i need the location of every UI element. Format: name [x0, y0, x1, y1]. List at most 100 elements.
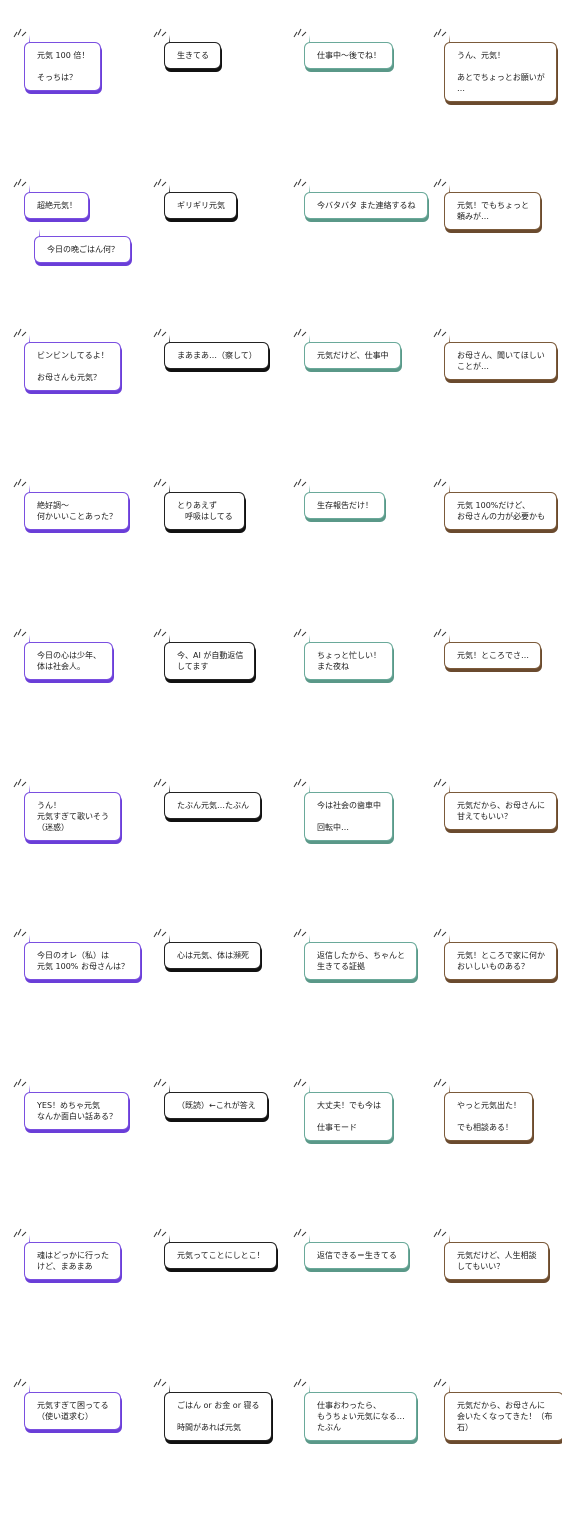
sticker-bubble[interactable]: 超絶元気！ [24, 185, 89, 219]
shout-lines-icon [293, 1378, 307, 1388]
sticker-text: ビンビンしてるよ！ お母さんも元気？ [37, 351, 109, 382]
sticker-bubble[interactable]: 元気 100%だけど、 お母さんの力が必要かも [444, 485, 557, 530]
sticker-bubble[interactable]: 元気！ところで家に何か おいしいものある？ [444, 935, 557, 980]
shout-lines-icon [13, 478, 27, 488]
sticker-bubble[interactable]: 元気だけど、仕事中 [304, 335, 401, 369]
sticker-bubble[interactable]: ギリギリ元気 [164, 185, 237, 219]
sticker-text: 今バタバタ また連絡するね [317, 201, 416, 210]
sticker-text: 元気 100%だけど、 お母さんの力が必要かも [457, 501, 545, 521]
shout-lines-icon [293, 178, 307, 188]
sticker-cell: ビンビンしてるよ！ お母さんも元気？ [12, 328, 152, 478]
shout-lines-icon [433, 328, 447, 338]
sticker-bubble[interactable]: 元気 100 倍！ そっちは？ [24, 35, 102, 91]
sticker-bubble[interactable]: 元気だけど、人生相談 してもいい？ [444, 1235, 549, 1280]
sticker-bubble[interactable]: 元気ってことにしとこ！ [164, 1235, 277, 1269]
sticker-cell: お母さん、聞いてほしい ことが… [432, 328, 562, 478]
sticker-text: 元気だけど、仕事中 [317, 351, 389, 360]
sticker-bubble[interactable]: お母さん、聞いてほしい ことが… [444, 335, 557, 380]
shout-lines-icon [13, 628, 27, 638]
sticker-bubble[interactable]: 元気すぎて困ってる （使い道求む） [24, 1385, 121, 1430]
sticker-cell: 元気すぎて困ってる （使い道求む） [12, 1378, 152, 1528]
sticker-text: 仕事おわったら、 もうちょい元気になる… たぶん [317, 1401, 405, 1432]
shout-lines-icon [153, 1378, 167, 1388]
shout-lines-icon [433, 178, 447, 188]
sticker-cell: 絶好調〜 何かいいことあった？ [12, 478, 152, 628]
sticker-cell: うん！ 元気すぎて歌いそう （迷惑） [12, 778, 152, 928]
shout-lines-icon [293, 928, 307, 938]
sticker-cell: 超絶元気！ 今日の晩ごはん何？ [12, 178, 152, 328]
sticker-bubble[interactable]: うん！ 元気すぎて歌いそう （迷惑） [24, 785, 121, 841]
sticker-cell: うん、元気！ あとでちょっとお願いが … [432, 28, 562, 178]
sticker-cell: （既読）←これが答え [152, 1078, 292, 1228]
sticker-cell: 生存報告だけ！ [292, 478, 432, 628]
sticker-bubble[interactable]: 心は元気、体は瀕死 [164, 935, 261, 969]
sticker-bubble[interactable]: 絶好調〜 何かいいことあった？ [24, 485, 129, 530]
sticker-bubble[interactable]: うん、元気！ あとでちょっとお願いが … [444, 35, 557, 102]
sticker-bubble[interactable]: ちょっと忙しい！ また夜ね [304, 635, 393, 680]
shout-lines-icon [13, 928, 27, 938]
sticker-bubble[interactable]: 元気だから、お母さんに 会いたくなってきた！（布 石） [444, 1385, 562, 1441]
shout-lines-icon [293, 778, 307, 788]
sticker-bubble[interactable]: ビンビンしてるよ！ お母さんも元気？ [24, 335, 121, 391]
sticker-cell: まあまあ…（察して） [152, 328, 292, 478]
sticker-cell: 今、AI が自動返信 してます [152, 628, 292, 778]
sticker-bubble[interactable]: 仕事おわったら、 もうちょい元気になる… たぶん [304, 1385, 417, 1441]
sticker-bubble[interactable]: 元気だから、お母さんに 甘えてもいい？ [444, 785, 557, 830]
sticker-text: 大丈夫！でも今は 仕事モード [317, 1101, 381, 1132]
sticker-bubble[interactable]: 生存報告だけ！ [304, 485, 385, 519]
sticker-cell: やっと元気出た！ でも相談ある！ [432, 1078, 562, 1228]
sticker-text: ちょっと忙しい！ また夜ね [317, 651, 381, 671]
sticker-bubble[interactable]: 生きてる [164, 35, 221, 69]
sticker-cell: 返信できる＝生きてる [292, 1228, 432, 1378]
sticker-bubble[interactable]: 返信できる＝生きてる [304, 1235, 409, 1269]
sticker-sub-bubble[interactable]: 今日の晩ごはん何？ [34, 229, 131, 263]
sticker-bubble[interactable]: 今は社会の歯車中 回転中… [304, 785, 393, 841]
sticker-bubble[interactable]: 返信したから、ちゃんと 生きてる証拠 [304, 935, 417, 980]
sticker-bubble[interactable]: （既読）←これが答え [164, 1085, 268, 1119]
shout-lines-icon [13, 1228, 27, 1238]
sticker-text: お母さん、聞いてほしい ことが… [457, 351, 545, 371]
sticker-text: 今日のオレ（私）は 元気 100% お母さんは？ [37, 951, 129, 971]
shout-lines-icon [13, 328, 27, 338]
sticker-text: 元気ってことにしとこ！ [177, 1251, 265, 1260]
shout-lines-icon [153, 628, 167, 638]
sticker-cell: 今は社会の歯車中 回転中… [292, 778, 432, 928]
sticker-text: うん、元気！ あとでちょっとお願いが … [457, 51, 545, 93]
sticker-text: 今日の心は少年、 体は社会人。 [37, 651, 101, 671]
sticker-bubble[interactable]: 仕事中〜後でね！ [304, 35, 393, 69]
shout-lines-icon [433, 628, 447, 638]
sticker-text: （既読）←これが答え [177, 1101, 256, 1110]
sticker-bubble[interactable]: 今バタバタ また連絡するね [304, 185, 428, 219]
shout-lines-icon [293, 1228, 307, 1238]
sticker-bubble[interactable]: 元気！でもちょっと 頼みが… [444, 185, 541, 230]
shout-lines-icon [13, 778, 27, 788]
sticker-text: 元気だけど、人生相談 してもいい？ [457, 1251, 537, 1271]
sticker-bubble[interactable]: 元気！ところでさ… [444, 635, 541, 669]
shout-lines-icon [153, 1228, 167, 1238]
sticker-bubble[interactable]: 今日の心は少年、 体は社会人。 [24, 635, 113, 680]
sticker-cell: 仕事おわったら、 もうちょい元気になる… たぶん [292, 1378, 432, 1528]
sticker-text: 今、AI が自動返信 してます [177, 651, 244, 671]
sticker-bubble[interactable]: 今、AI が自動返信 してます [164, 635, 256, 680]
sticker-bubble[interactable]: 大丈夫！でも今は 仕事モード [304, 1085, 393, 1141]
shout-lines-icon [153, 328, 167, 338]
sticker-bubble[interactable]: 魂はどっかに行った けど、まあまあ [24, 1235, 121, 1280]
sticker-cell: 大丈夫！でも今は 仕事モード [292, 1078, 432, 1228]
sticker-bubble[interactable]: とりあえず 呼吸はしてる [164, 485, 245, 530]
sticker-cell: とりあえず 呼吸はしてる [152, 478, 292, 628]
sticker-bubble[interactable]: まあまあ…（察して） [164, 335, 269, 369]
shout-lines-icon [293, 328, 307, 338]
sticker-bubble[interactable]: 今日のオレ（私）は 元気 100% お母さんは？ [24, 935, 141, 980]
sticker-bubble[interactable]: ごはん or お金 or 寝る 時間があれば元気 [164, 1385, 272, 1441]
sticker-text: 返信できる＝生きてる [317, 1251, 397, 1260]
sticker-text: とりあえず 呼吸はしてる [177, 501, 233, 521]
sticker-bubble[interactable]: たぶん元気…たぶん [164, 785, 261, 819]
shout-lines-icon [293, 478, 307, 488]
sticker-text: YES！めちゃ元気 なんか面白い話ある？ [37, 1101, 117, 1121]
sticker-bubble[interactable]: YES！めちゃ元気 なんか面白い話ある？ [24, 1085, 129, 1130]
sticker-text: 生存報告だけ！ [317, 501, 373, 510]
sticker-bubble[interactable]: やっと元気出た！ でも相談ある！ [444, 1085, 533, 1141]
sticker-text: やっと元気出た！ でも相談ある！ [457, 1101, 521, 1132]
shout-lines-icon [13, 1378, 27, 1388]
